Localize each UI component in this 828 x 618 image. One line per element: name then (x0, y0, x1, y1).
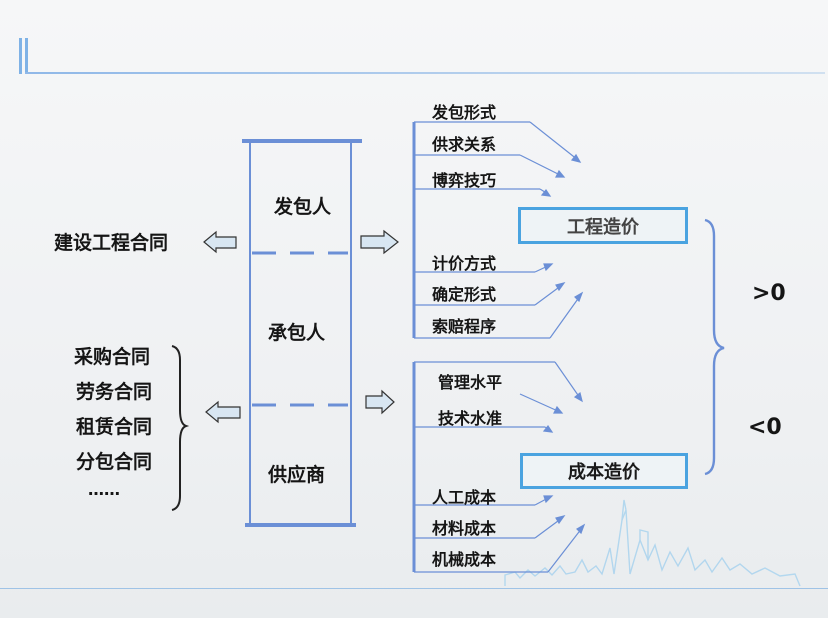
factor-item: 材料成本 (432, 519, 497, 538)
contract-item-ellipsis: …… (88, 480, 120, 499)
construction-contract-label: 建设工程合同 (54, 232, 169, 254)
engineering-cost-box: 工程造价 (518, 207, 688, 244)
factor-item: 人工成本 (432, 488, 497, 507)
contract-item: 租赁合同 (76, 416, 153, 438)
factor-item: 管理水平 (438, 373, 503, 392)
factor-item: 发包形式 (432, 103, 497, 122)
factor-item: 博弈技巧 (432, 171, 497, 190)
factor-item: 计价方式 (432, 254, 497, 273)
party-supplier: 供应商 (268, 464, 326, 486)
title-underline (25, 72, 825, 74)
title-accent-bar-2 (25, 38, 28, 74)
title-accent-bar (19, 38, 22, 74)
factor-item: 供求关系 (432, 135, 497, 154)
party-contractor: 承包人 (268, 322, 326, 344)
factor-item: 机械成本 (432, 550, 497, 569)
footer-line (0, 588, 828, 589)
factor-item: 技术水准 (438, 409, 503, 428)
less-than-zero: <0 (748, 415, 782, 440)
contract-item: 采购合同 (74, 346, 151, 368)
party-employer: 发包人 (274, 196, 332, 218)
contract-item: 劳务合同 (76, 381, 153, 403)
factor-item: 索赔程序 (432, 317, 497, 336)
cost-price-box: 成本造价 (520, 453, 688, 489)
factor-item: 确定形式 (432, 285, 497, 304)
greater-than-zero: >0 (752, 281, 786, 306)
contract-item: 分包合同 (76, 451, 153, 473)
